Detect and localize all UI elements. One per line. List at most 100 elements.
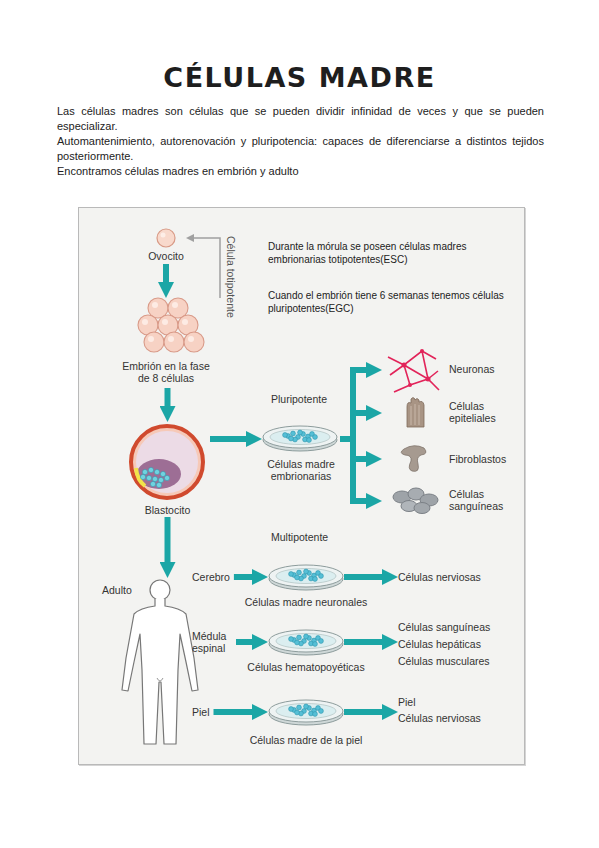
cell-circle bbox=[307, 438, 312, 443]
node-text: Células madre de la piel bbox=[228, 734, 384, 746]
node-text: Células sanguíneas bbox=[398, 621, 508, 633]
cell-circle bbox=[402, 363, 407, 368]
cell-circle bbox=[319, 709, 324, 714]
cell-circle bbox=[319, 574, 324, 579]
cell-circle bbox=[295, 710, 300, 715]
result-node: PielCélulas nerviosas bbox=[398, 694, 508, 728]
petri-dish bbox=[268, 698, 344, 726]
node-text: Células sanguíneas bbox=[449, 488, 511, 512]
edge-label: Cerebro bbox=[192, 571, 230, 583]
cell-circle bbox=[313, 642, 318, 647]
flow-arrow bbox=[165, 388, 171, 412]
cell-circle bbox=[313, 712, 318, 717]
intro-text: Encontramos células madres en embrión y … bbox=[57, 164, 544, 179]
oocyte-cell bbox=[146, 228, 186, 248]
intro-text: Las células madres son células que se pu… bbox=[57, 104, 544, 134]
neuron-icon bbox=[382, 345, 442, 395]
cell-circle bbox=[319, 639, 324, 644]
adult-node: Adulto bbox=[100, 578, 190, 748]
edge-label: Médula espinal bbox=[192, 630, 232, 654]
cell-circle bbox=[164, 475, 169, 480]
node-text: Fibroblastos bbox=[449, 453, 511, 465]
dish-node: Células madre neuronales bbox=[268, 563, 344, 591]
node-text: Células hepáticas bbox=[398, 638, 508, 650]
cell-circle bbox=[172, 302, 178, 308]
flow-arrow bbox=[340, 439, 372, 501]
blastocyst bbox=[125, 422, 210, 502]
cell-ellipse bbox=[276, 704, 336, 719]
node-text: Células hematopoyéticas bbox=[228, 661, 384, 673]
cell-circle bbox=[162, 319, 168, 325]
intro-text: Automantenimiento, autorenovación y plur… bbox=[57, 134, 544, 164]
cell-type-node: Células sanguíneas bbox=[382, 486, 507, 516]
node-text: Neuronas bbox=[449, 363, 507, 375]
cell-circle bbox=[304, 634, 309, 639]
flow-arrow bbox=[344, 574, 388, 580]
cell-circle bbox=[140, 474, 145, 479]
node-text: Células madre embrionarias bbox=[250, 458, 352, 482]
edge-label: Piel bbox=[192, 706, 210, 718]
cell-circle bbox=[289, 707, 294, 712]
cell-circle bbox=[160, 471, 165, 476]
flow-arrow bbox=[340, 370, 372, 439]
cell-circle bbox=[154, 469, 159, 474]
outline-path bbox=[122, 599, 198, 744]
cell-circle bbox=[289, 572, 294, 577]
cell-ellipse bbox=[276, 634, 336, 649]
cell-circle bbox=[156, 482, 161, 487]
epithelial-icon bbox=[382, 396, 442, 430]
cell-type-node: Fibroblastos bbox=[382, 443, 507, 475]
cell-type-node: Células epiteliales bbox=[382, 396, 507, 430]
cell-circle bbox=[144, 332, 164, 352]
flow-arrow bbox=[340, 439, 372, 459]
cell-circle bbox=[164, 332, 184, 352]
cell-circle bbox=[142, 469, 147, 474]
cell-ellipse bbox=[276, 569, 336, 584]
cell-circle bbox=[136, 431, 198, 493]
node-text: Células madre neuronales bbox=[228, 596, 384, 608]
cell-circle bbox=[420, 349, 424, 353]
cell-ellipse bbox=[263, 426, 337, 448]
outline-path bbox=[401, 446, 426, 472]
cell-circle bbox=[297, 705, 302, 710]
cell-circle bbox=[131, 426, 203, 498]
fibroblast-icon bbox=[382, 443, 442, 475]
cell-circle bbox=[182, 319, 188, 325]
handwritten-note: Durante la mórula se poseen células madr… bbox=[268, 240, 518, 266]
cell-circle bbox=[408, 383, 412, 387]
node-text: Embrión en la fase de 8 células bbox=[120, 360, 212, 384]
cell-ellipse bbox=[414, 503, 430, 514]
cell-circle bbox=[184, 332, 204, 352]
flow-arrow bbox=[344, 709, 388, 715]
petri-dish bbox=[262, 424, 338, 452]
petri-dish bbox=[268, 563, 344, 591]
cell-circle bbox=[168, 336, 174, 342]
handwritten-note: Cuando el embrión tiene 6 semanas tenemo… bbox=[268, 289, 518, 315]
node-text: Células nerviosas bbox=[398, 712, 508, 724]
cell-circle bbox=[295, 575, 300, 580]
dish-node: Células madre de la piel bbox=[268, 698, 344, 726]
cell-ellipse bbox=[269, 700, 343, 722]
cell-circle bbox=[297, 570, 302, 575]
cell-circle bbox=[158, 477, 163, 482]
cell-circle bbox=[313, 577, 318, 582]
cell-circle bbox=[297, 635, 302, 640]
cell-circle bbox=[289, 637, 294, 642]
flow-arrow bbox=[163, 264, 169, 288]
page-title: CÉLULAS MADRE bbox=[0, 62, 599, 93]
cell-circle bbox=[150, 580, 170, 600]
embryo-cells bbox=[120, 298, 225, 356]
cell-circle bbox=[152, 302, 158, 308]
blood-cell-icon bbox=[382, 486, 442, 516]
flow-arrow bbox=[165, 517, 171, 568]
cell-circle bbox=[283, 433, 288, 438]
cell-circle bbox=[148, 467, 153, 472]
blastocyst-node: Blastocito bbox=[125, 422, 210, 517]
cell-circle bbox=[313, 435, 318, 440]
cell-circle bbox=[161, 233, 166, 238]
dish-node: Células hematopoyéticas bbox=[268, 628, 344, 656]
flow-arrow bbox=[340, 413, 372, 439]
cell-circle bbox=[426, 377, 431, 382]
outline-path bbox=[157, 678, 163, 681]
